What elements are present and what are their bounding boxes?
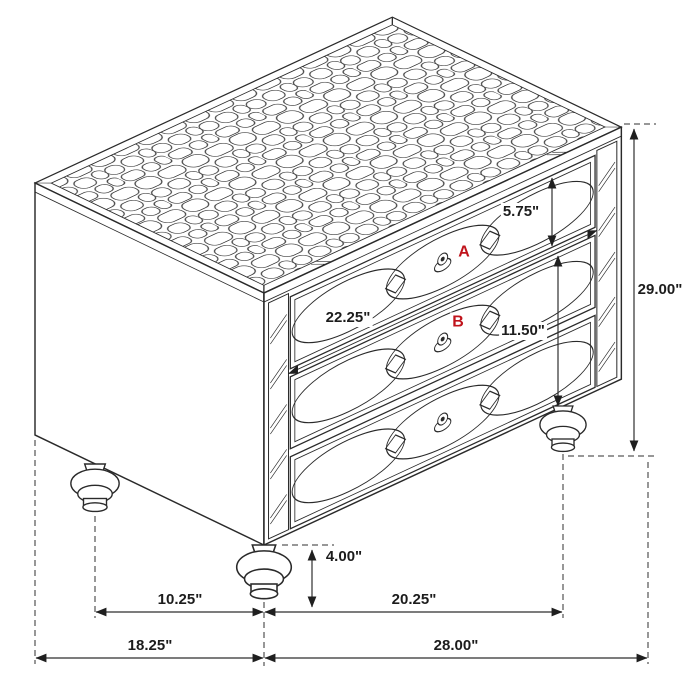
foot-front xyxy=(235,544,293,600)
croc-texture-panel xyxy=(50,24,606,286)
mirror-hatch-left xyxy=(270,314,287,525)
dim-label-foot-height: 4.00" xyxy=(323,548,365,566)
cabinet-body xyxy=(33,16,623,600)
dim-label-overall-height: 29.00" xyxy=(635,281,685,299)
dim-label-left-foot-spacing: 10.25" xyxy=(155,591,205,609)
dim-label-front-foot-spacing: 20.25" xyxy=(389,591,439,609)
front-face xyxy=(263,125,623,547)
dimension-annotations xyxy=(34,123,656,666)
dim-label-overall-depth: 18.25" xyxy=(125,637,175,655)
dim-label-overall-width: 28.00" xyxy=(431,637,481,655)
extension-lines xyxy=(34,123,656,666)
dim-label-lower-drawers-height: 11.50" xyxy=(499,322,547,340)
dimension-lines xyxy=(35,128,648,663)
drawer-marker-a: A xyxy=(456,242,472,262)
dim-line-drawer-width xyxy=(287,229,598,375)
left-face xyxy=(34,181,265,547)
mirror-hatch-right xyxy=(598,161,616,372)
dim-label-drawer-width: 22.25" xyxy=(323,309,373,327)
drawer-marker-b: B xyxy=(450,312,466,332)
dim-label-top-drawer-height: 5.75" xyxy=(500,203,542,221)
